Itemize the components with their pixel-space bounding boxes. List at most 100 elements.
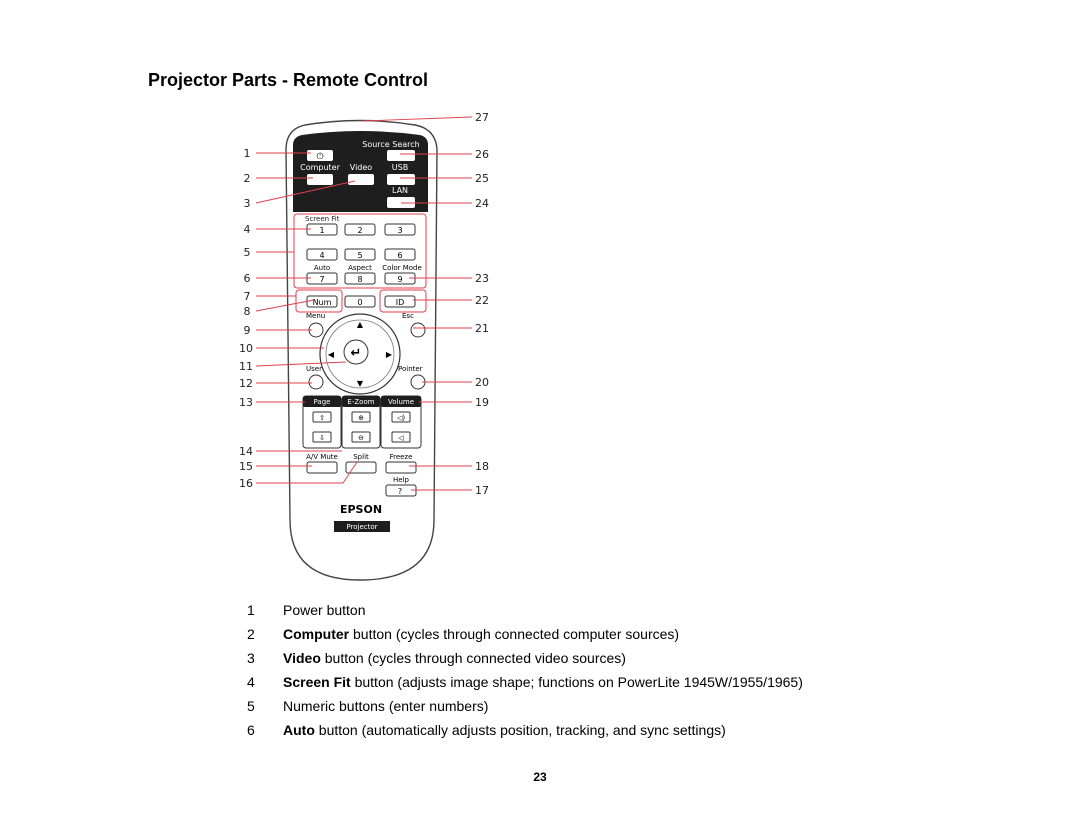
power-icon: ⏻ — [316, 151, 323, 162]
callout-11: 11 — [239, 360, 253, 373]
av-mute-button[interactable] — [306, 461, 338, 474]
user-label: User — [306, 365, 322, 373]
enter-icon: ↵ — [351, 346, 362, 361]
source-search-button[interactable] — [387, 150, 415, 161]
brand-logo: EPSON — [340, 503, 382, 516]
power-button[interactable] — [307, 150, 333, 161]
legend-text: button (cycles through connected video s… — [320, 650, 626, 666]
key-7[interactable] — [306, 272, 338, 285]
legend-item: 4 Screen Fit button (adjusts image shape;… — [247, 670, 803, 694]
legend-bold: Screen Fit — [283, 674, 351, 690]
legend-number: 3 — [247, 650, 255, 666]
key-2[interactable] — [344, 223, 376, 236]
av-mute-label: A/V Mute — [306, 453, 338, 461]
volume-up-icon: ◁) — [397, 414, 405, 422]
callout-26: 26 — [475, 148, 489, 161]
volume-header — [381, 396, 421, 407]
volume-up-button[interactable] — [391, 411, 411, 423]
callout-14: 14 — [239, 445, 253, 458]
callout-17: 17 — [475, 484, 489, 497]
numeric-block-outline — [293, 213, 427, 289]
dpad-up-icon[interactable]: ▲ — [357, 320, 364, 329]
id-group-outline — [379, 289, 427, 313]
key-4-label: 4 — [319, 251, 324, 260]
help-button[interactable] — [385, 484, 417, 497]
callout-8: 8 — [244, 305, 251, 318]
key-3[interactable] — [384, 223, 416, 236]
callout-1: 1 — [244, 147, 251, 160]
key-2-label: 2 — [357, 226, 362, 235]
callout-19: 19 — [475, 396, 489, 409]
callout-labels: 1 2 3 4 5 6 7 8 9 10 11 12 13 14 15 16 1… — [239, 111, 489, 497]
legend-number: 2 — [247, 626, 255, 642]
callout-6: 6 — [244, 272, 251, 285]
remote-control-figure: Source Search ⏻ Computer Video USB LAN S… — [239, 111, 489, 581]
num-label: Num — [313, 298, 332, 307]
key-8[interactable] — [344, 272, 376, 285]
key-7-label: 7 — [319, 275, 324, 284]
page-up-button[interactable] — [312, 411, 332, 423]
usb-button[interactable] — [387, 174, 415, 185]
key-4[interactable] — [306, 248, 338, 261]
volume-down-button[interactable] — [391, 431, 411, 443]
page-down-button[interactable] — [312, 431, 332, 443]
legend-bold: Auto — [283, 722, 315, 738]
product-badge — [334, 521, 390, 532]
callout-21: 21 — [475, 322, 489, 335]
legend-item: 3 Video button (cycles through connected … — [247, 646, 803, 670]
computer-button[interactable] — [307, 174, 333, 185]
callout-5: 5 — [244, 246, 251, 259]
freeze-button[interactable] — [385, 461, 417, 474]
usb-label: USB — [392, 163, 408, 172]
dpad-left-icon[interactable]: ◀ — [328, 350, 335, 359]
screen-fit-label: Screen Fit — [305, 215, 340, 223]
zero-button[interactable] — [344, 295, 376, 308]
callout-4: 4 — [244, 223, 251, 236]
volume-label: Volume — [388, 398, 414, 406]
callout-12: 12 — [239, 377, 253, 390]
callout-7: 7 — [244, 290, 251, 303]
legend-text: Numeric buttons (enter numbers) — [283, 698, 489, 714]
lan-label: LAN — [392, 186, 408, 195]
dpad-down-icon[interactable]: ▼ — [357, 379, 364, 388]
callout-16: 16 — [239, 477, 253, 490]
legend-number: 4 — [247, 674, 255, 690]
esc-button[interactable] — [410, 322, 426, 338]
legend-text: button (adjusts image shape; functions o… — [350, 674, 803, 690]
enter-button[interactable] — [343, 339, 369, 365]
key-9-label: 9 — [397, 275, 402, 284]
freeze-label: Freeze — [390, 453, 413, 461]
esc-label: Esc — [402, 312, 414, 320]
auto-label: Auto — [314, 264, 330, 272]
legend-number: 6 — [247, 722, 255, 738]
key-1[interactable] — [306, 223, 338, 236]
zoom-in-button[interactable] — [351, 411, 371, 423]
dpad-right-icon[interactable]: ▶ — [386, 350, 393, 359]
zoom-out-button[interactable] — [351, 431, 371, 443]
split-button[interactable] — [345, 461, 377, 474]
page-number: 23 — [533, 770, 547, 784]
callout-20: 20 — [475, 376, 489, 389]
user-button[interactable] — [308, 374, 324, 390]
id-button[interactable] — [384, 295, 416, 308]
legend-text: button (cycles through connected compute… — [349, 626, 680, 642]
help-key-label: ? — [398, 487, 402, 496]
key-9[interactable] — [384, 272, 416, 285]
number-keys: 1 2 3 4 5 6 Auto Aspect Color Mode 7 8 9 — [306, 223, 422, 285]
legend-number: 1 — [247, 602, 255, 618]
split-label: Split — [353, 453, 369, 461]
source-search-label: Source Search — [362, 140, 420, 149]
key-5-label: 5 — [357, 251, 362, 260]
key-1-label: 1 — [319, 226, 324, 235]
callout-23: 23 — [475, 272, 489, 285]
key-5[interactable] — [344, 248, 376, 261]
zero-label: 0 — [357, 298, 362, 307]
help-label: Help — [393, 476, 410, 484]
lan-button[interactable] — [387, 197, 415, 208]
key-6[interactable] — [384, 248, 416, 261]
legend-bold: Video — [283, 650, 321, 666]
zoom-out-icon: ⊖ — [358, 434, 364, 442]
video-button[interactable] — [348, 174, 374, 185]
